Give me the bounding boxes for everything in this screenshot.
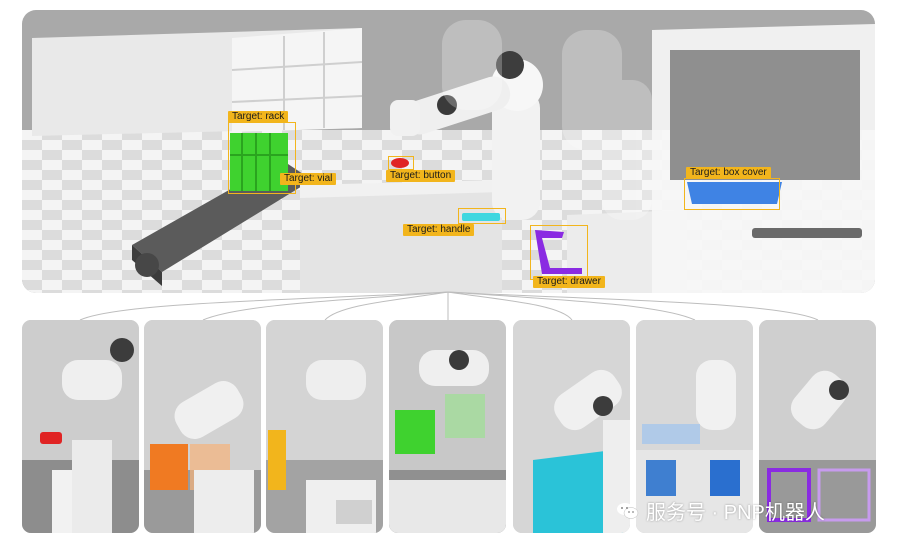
handle-target-label: Target: handle (403, 224, 475, 236)
drawer-target-label: Target: drawer (533, 276, 605, 288)
main-scene: Target: rack Target: vial Target: button… (22, 10, 875, 293)
vial-rack-icon (150, 444, 188, 490)
box-cover-icon (646, 460, 676, 496)
panel-vial-yellow (266, 320, 383, 533)
panel-box-cover (636, 320, 753, 533)
wechat-icon (617, 502, 639, 519)
panel-rack-green (389, 320, 506, 533)
drawer-target-box (530, 225, 588, 280)
button-target-label: Target: button (386, 170, 456, 182)
button-target-box (388, 156, 414, 170)
box-cover-target-box (684, 178, 780, 210)
connector-lines (79, 291, 819, 321)
rack-target-label: Target: rack (228, 111, 289, 123)
button-icon (40, 432, 62, 444)
vial-target-label: Target: vial (280, 173, 337, 185)
watermark-text: 服务号 · PNP机器人 (646, 502, 825, 524)
box-cover-target-label: Target: box cover (686, 167, 771, 179)
handle-target-box (458, 208, 506, 224)
watermark: 服务号 · PNP机器人 (616, 496, 825, 525)
panel-vial-orange (144, 320, 261, 533)
panel-button (22, 320, 139, 533)
panel-drawer (759, 320, 876, 533)
panel-box-cyan (513, 320, 630, 533)
rack-icon (395, 410, 435, 454)
drawer-icon (767, 468, 811, 522)
box-icon (533, 450, 623, 533)
vial-icon (268, 430, 286, 490)
